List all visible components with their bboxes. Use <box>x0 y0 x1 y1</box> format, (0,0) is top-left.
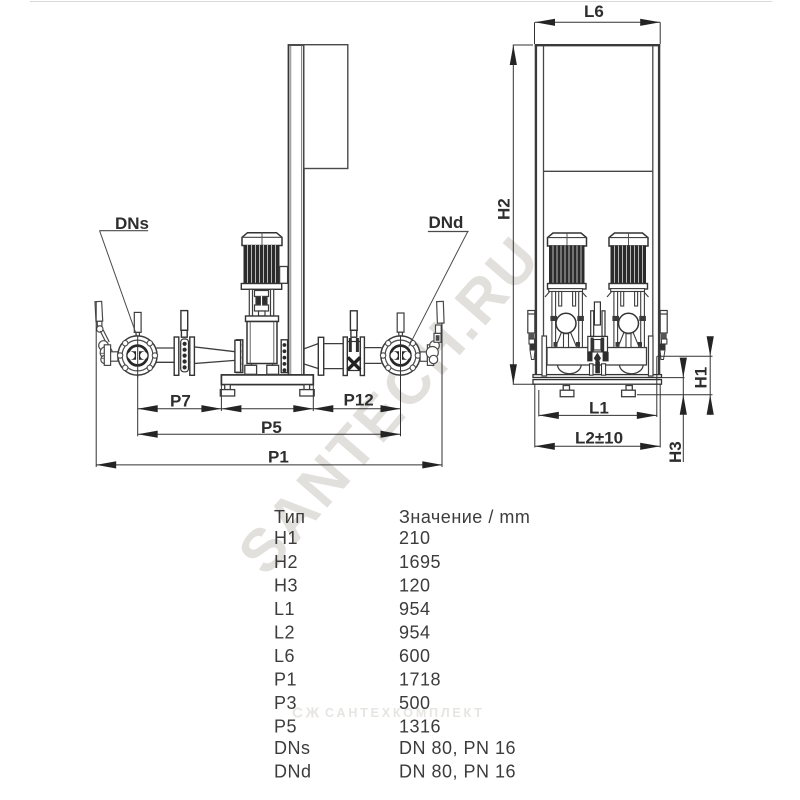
svg-text:Значение / mm: Значение / mm <box>399 507 530 527</box>
svg-text:L1: L1 <box>589 399 609 418</box>
svg-text:L2±10: L2±10 <box>575 429 623 448</box>
svg-text:600: 600 <box>399 646 431 666</box>
svg-text:Тип: Тип <box>274 507 306 527</box>
svg-text:954: 954 <box>399 599 431 619</box>
svg-text:H2: H2 <box>495 198 514 220</box>
svg-text:500: 500 <box>399 693 431 713</box>
svg-text:1695: 1695 <box>399 552 441 572</box>
svg-text:1316: 1316 <box>399 717 441 737</box>
svg-text:P7: P7 <box>170 392 191 411</box>
svg-text:СЖ: СЖ <box>292 705 322 722</box>
svg-text:P1: P1 <box>274 670 297 690</box>
svg-text:954: 954 <box>399 623 431 643</box>
svg-text:H1: H1 <box>274 528 298 548</box>
svg-text:210: 210 <box>399 528 431 548</box>
svg-text:P5: P5 <box>274 717 297 737</box>
svg-text:H3: H3 <box>666 441 685 463</box>
svg-text:DN 80, PN 16: DN 80, PN 16 <box>399 738 516 758</box>
svg-text:1718: 1718 <box>399 670 441 690</box>
svg-text:P1: P1 <box>268 448 289 467</box>
svg-text:L6: L6 <box>584 2 604 21</box>
svg-text:L6: L6 <box>274 646 295 666</box>
svg-text:L2: L2 <box>274 623 295 643</box>
svg-text:DNs: DNs <box>115 214 149 233</box>
svg-text:L1: L1 <box>274 599 295 619</box>
svg-text:H3: H3 <box>274 576 298 596</box>
svg-text:DN 80, PN 16: DN 80, PN 16 <box>399 762 516 782</box>
svg-text:DNs: DNs <box>274 738 311 758</box>
svg-text:P5: P5 <box>261 418 282 437</box>
svg-text:120: 120 <box>399 576 431 596</box>
svg-text:DNd: DNd <box>274 762 312 782</box>
svg-text:САНТЕХКОМПЛЕКТ: САНТЕХКОМПЛЕКТ <box>325 706 485 720</box>
svg-text:H2: H2 <box>274 552 298 572</box>
svg-text:P12: P12 <box>344 391 374 410</box>
svg-text:H1: H1 <box>692 367 711 389</box>
svg-text:P3: P3 <box>274 693 297 713</box>
svg-text:DNd: DNd <box>429 213 464 232</box>
